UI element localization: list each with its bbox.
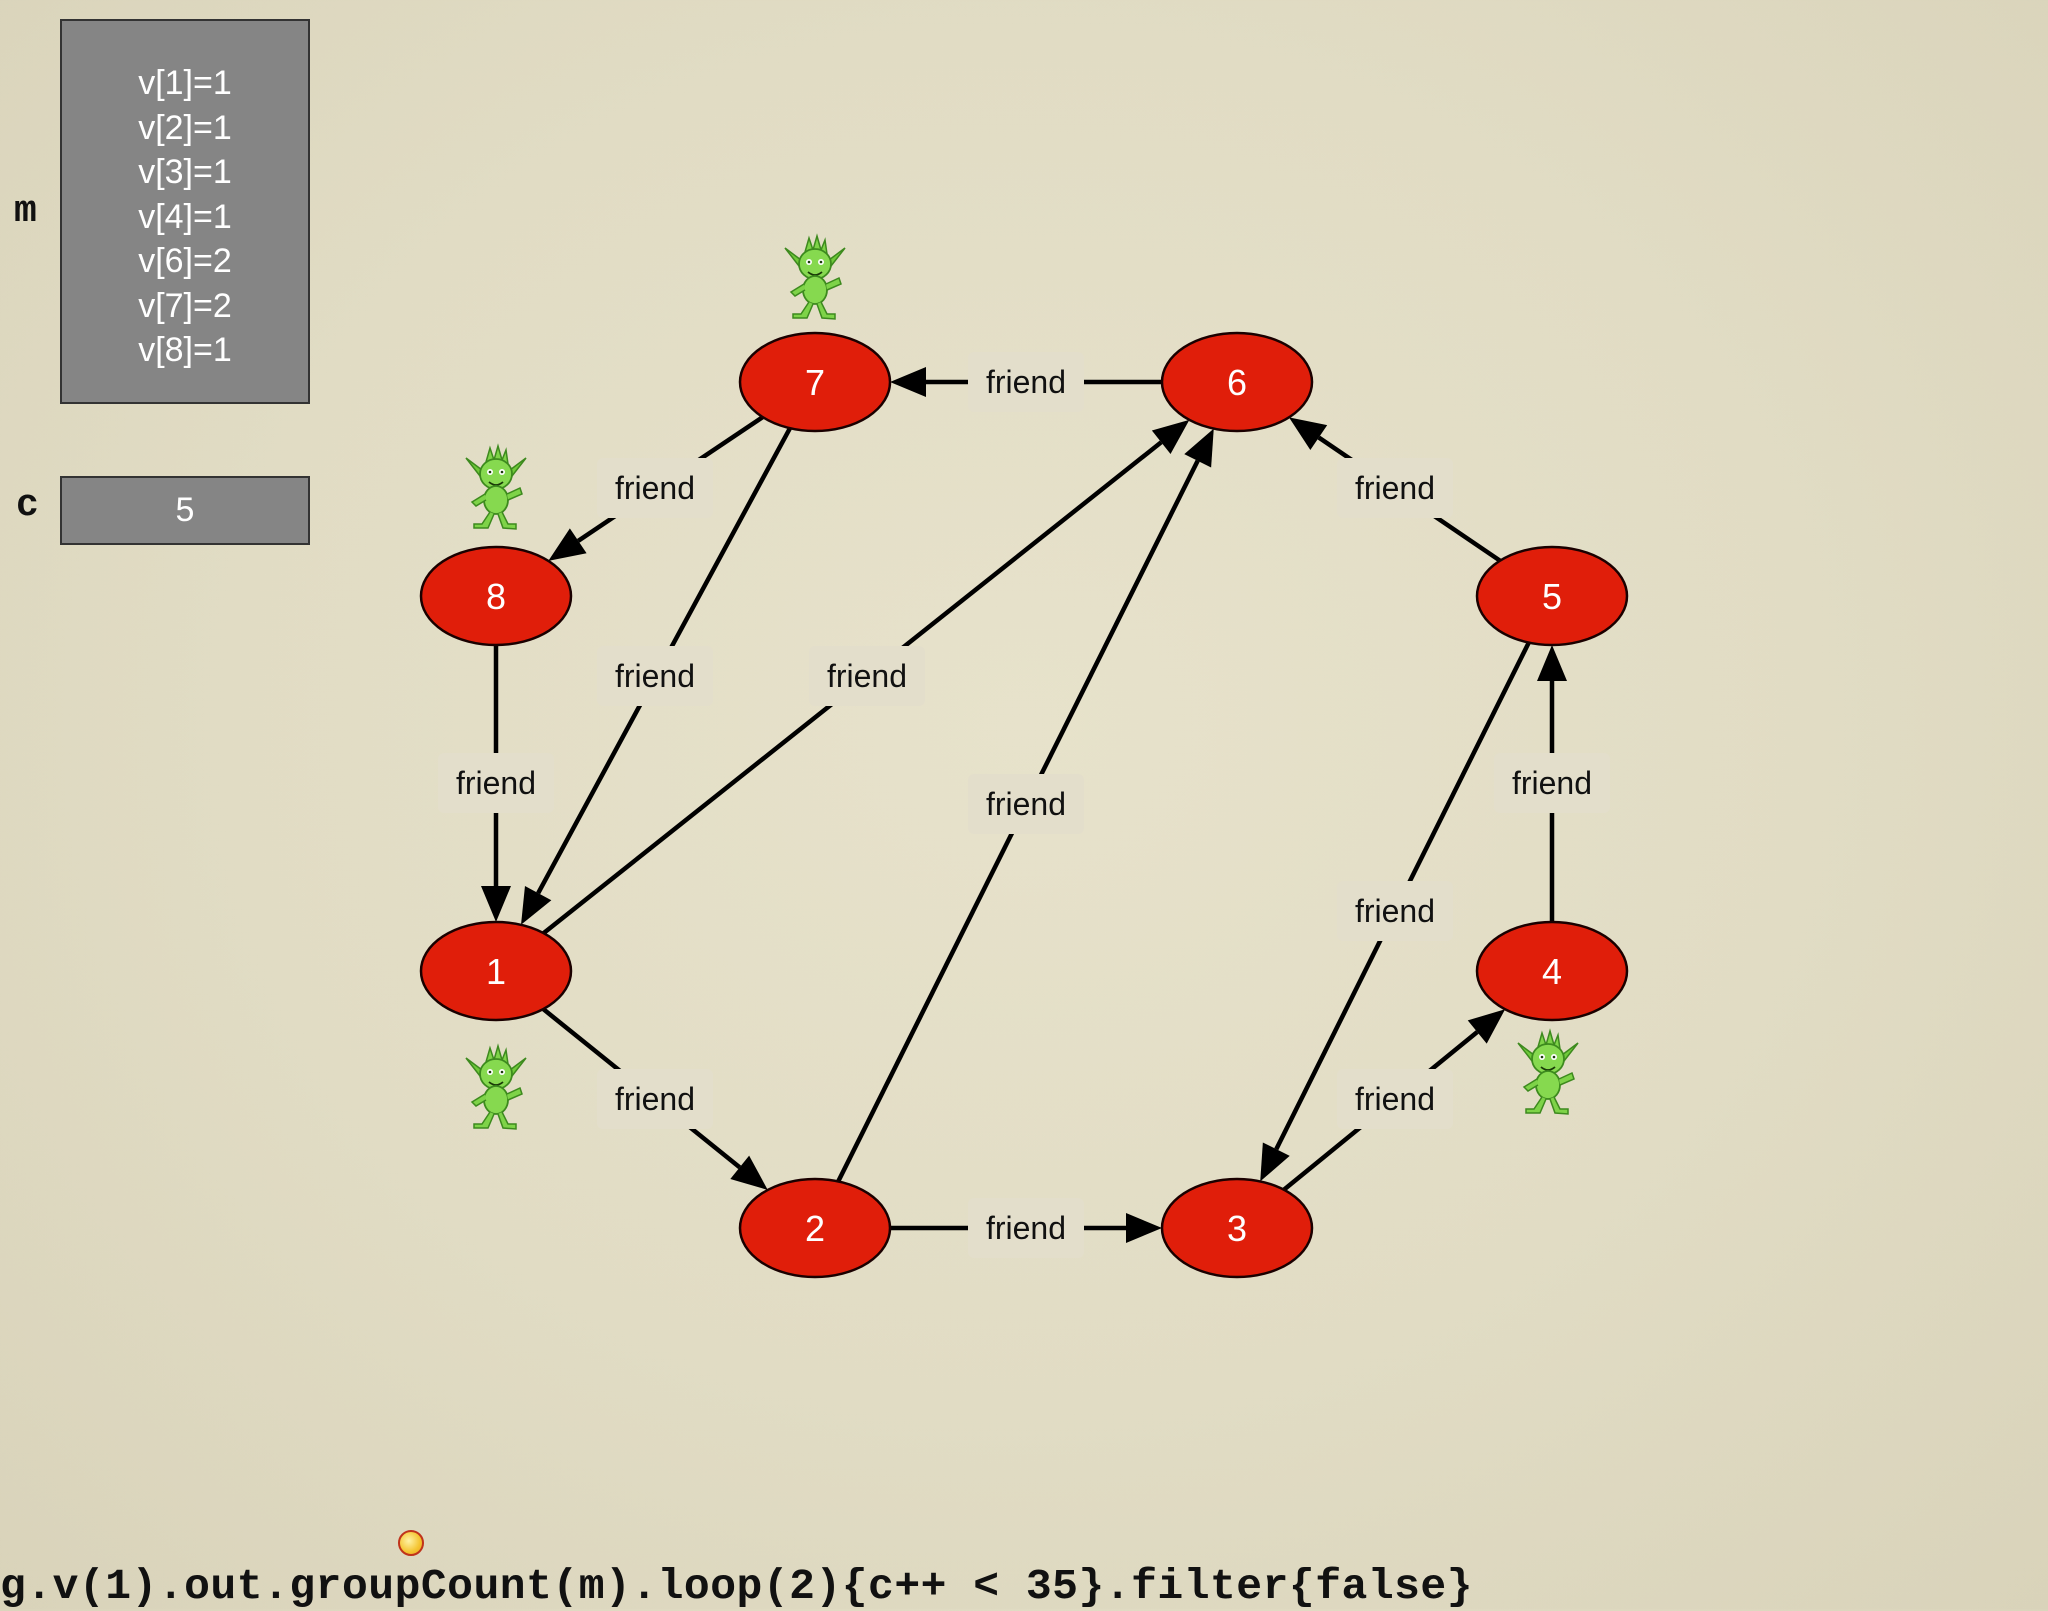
- arrowhead-icon: [1260, 1142, 1290, 1182]
- edge-1-to-2: friend: [541, 1007, 768, 1190]
- gremlin-query-code: g.v(1).out.groupCount(m).loop(2){c++ < 3…: [0, 1562, 1474, 1611]
- vertex-2: 2: [738, 1177, 892, 1279]
- arrowhead-icon: [1537, 645, 1567, 681]
- edge-label: friend: [615, 470, 695, 506]
- counter-value: 5: [175, 491, 195, 529]
- vertex-1: 1: [419, 920, 573, 1022]
- edge-3-to-4: friend: [1282, 1009, 1506, 1192]
- edge-label: friend: [986, 1210, 1066, 1246]
- edge-label-background: [438, 753, 554, 813]
- edge-label-background: [1494, 753, 1610, 813]
- vertex-shape: [1160, 1177, 1314, 1279]
- vertex-shape: [419, 920, 573, 1022]
- arrowhead-icon: [481, 886, 511, 922]
- m-variable-label: m: [14, 190, 37, 233]
- arrowhead-icon: [1126, 1213, 1162, 1243]
- edge-label: friend: [827, 658, 907, 694]
- vertex-shape: [738, 1177, 892, 1279]
- vertex-6: 6: [1160, 331, 1314, 433]
- map-entry: v[4]=1: [138, 197, 232, 236]
- edge-label: friend: [1355, 1081, 1435, 1117]
- edge-label: friend: [615, 658, 695, 694]
- map-entry: v[7]=2: [138, 286, 232, 325]
- vertex-3: 3: [1160, 1177, 1314, 1279]
- edge-label-background: [597, 1069, 713, 1129]
- vertex-label: 3: [1227, 1208, 1247, 1249]
- edge-6-to-7: friend: [890, 352, 1162, 412]
- edge-label: friend: [1355, 470, 1435, 506]
- vertex-shape: [1160, 331, 1314, 433]
- vertex-shape: [1475, 920, 1629, 1022]
- vertex-label: 6: [1227, 362, 1247, 403]
- traverser-goblin-icon: [465, 1045, 527, 1130]
- vertex-label: 5: [1542, 576, 1562, 617]
- edge-4-to-5: friend: [1494, 645, 1610, 922]
- edge-label: friend: [986, 786, 1066, 822]
- edge-label-background: [597, 458, 713, 518]
- edge-1-to-6: friend: [542, 419, 1190, 935]
- edge-5-to-3: friend: [1260, 641, 1531, 1182]
- edge-label: friend: [986, 364, 1066, 400]
- vertex-label: 8: [486, 576, 506, 617]
- arrowhead-icon: [890, 367, 926, 397]
- vertex-shape: [738, 331, 892, 433]
- vertex-shape: [419, 545, 573, 647]
- arrowhead-icon: [1151, 419, 1190, 454]
- counter-box: 5: [60, 476, 310, 545]
- map-entry: v[8]=1: [138, 331, 232, 369]
- edge-8-to-1: friend: [438, 645, 554, 922]
- arrowhead-icon: [1184, 428, 1214, 468]
- edge-label-background: [1337, 881, 1453, 941]
- edge-label: friend: [456, 765, 536, 801]
- vertex-label: 2: [805, 1208, 825, 1249]
- vertex-5: 5: [1475, 545, 1629, 647]
- vertex-shape: [1475, 545, 1629, 647]
- pointer-marker-icon: [398, 1530, 424, 1556]
- edge-label-background: [809, 646, 925, 706]
- vertex-7: 7: [738, 331, 892, 433]
- edge-7-to-8: friend: [548, 415, 764, 561]
- edge-label-background: [1337, 458, 1453, 518]
- arrowhead-icon: [1288, 417, 1328, 450]
- edge-label-background: [968, 774, 1084, 834]
- edge-label-background: [968, 1198, 1084, 1258]
- vertex-4: 4: [1475, 920, 1629, 1022]
- vertex-8: 8: [419, 545, 573, 647]
- edge-7-to-1: friend: [521, 427, 792, 925]
- vertex-label: 7: [805, 362, 825, 403]
- traverser-goblin-icon: [784, 235, 846, 320]
- traverser-goblin-icon: [465, 445, 527, 530]
- edge-2-to-3: friend: [890, 1198, 1162, 1258]
- vertex-label: 1: [486, 951, 506, 992]
- map-entry: v[1]=1: [138, 64, 232, 102]
- edge-label-background: [968, 352, 1084, 412]
- edge-label: friend: [615, 1081, 695, 1117]
- edge-5-to-6: friend: [1288, 417, 1502, 563]
- c-variable-label: c: [16, 484, 39, 527]
- map-entry: v[3]=1: [138, 153, 232, 191]
- map-entry: v[2]=1: [138, 108, 232, 147]
- edge-label-background: [597, 646, 713, 706]
- arrowhead-icon: [730, 1155, 768, 1190]
- groupcount-map-box: v[1]=1 v[2]=1 v[3]=1 v[4]=1 v[6]=2 v[7]=…: [60, 19, 310, 404]
- edge-label: friend: [1355, 893, 1435, 929]
- arrowhead-icon: [548, 528, 587, 561]
- traverser-goblin-icon: [1517, 1030, 1579, 1115]
- map-entry: v[6]=2: [138, 242, 232, 280]
- edge-label-background: [1337, 1069, 1453, 1129]
- arrowhead-icon: [521, 886, 552, 925]
- arrowhead-icon: [1467, 1009, 1506, 1044]
- vertex-label: 4: [1542, 951, 1562, 992]
- edge-label: friend: [1512, 765, 1592, 801]
- edge-2-to-6: friend: [836, 428, 1214, 1183]
